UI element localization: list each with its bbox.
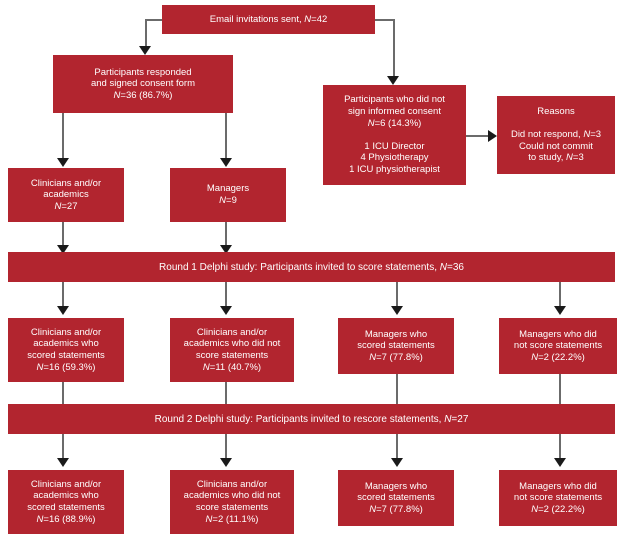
connector-round1-to-col2 [225, 282, 227, 311]
connector-round2-to-col4 [559, 434, 561, 463]
arrowhead-round1-to-col1 [57, 306, 69, 315]
arrowhead-managers-to-round1 [220, 245, 232, 254]
node-reasons: Reasons Did not respond, N=3 Could not c… [497, 96, 615, 174]
node-r2-clinicians-scored: Clinicians and/or academics who scored s… [8, 470, 124, 534]
node-r2-managers-scored-label: Managers who scored statements N=7 (77.8… [357, 480, 435, 515]
connector-round2-to-col3 [396, 434, 398, 463]
connector-managers-to-round1 [225, 222, 227, 252]
arrowhead-round2-to-col4 [554, 458, 566, 467]
node-r1-managers-not-scored: Managers who did not score statements N=… [499, 318, 617, 374]
arrowhead-round2-to-col3 [391, 458, 403, 467]
connector-responded-to-clinicians [62, 113, 64, 161]
connector-col1-to-round2 [62, 382, 64, 404]
connector-noconsent-to-reasons [466, 135, 490, 137]
node-r1-clinicians-not-scored-label: Clinicians and/or academics who did not … [183, 326, 281, 373]
node-no-consent-label: Participants who did not sign informed c… [344, 94, 445, 175]
node-no-consent: Participants who did not sign informed c… [323, 85, 466, 185]
node-r2-managers-not-scored: Managers who did not score statements N=… [499, 470, 617, 526]
node-r1-managers-scored-label: Managers who scored statements N=7 (77.8… [357, 328, 435, 363]
node-r2-managers-scored: Managers who scored statements N=7 (77.8… [338, 470, 454, 526]
arrowhead-round1-to-col4 [554, 306, 566, 315]
node-clinicians-academics-label: Clinicians and/or academics N=27 [30, 177, 102, 212]
connector-round2-to-col1 [62, 434, 64, 463]
node-r2-managers-not-scored-label: Managers who did not score statements N=… [513, 480, 603, 515]
node-clinicians-academics: Clinicians and/or academics N=27 [8, 168, 124, 222]
node-email-invitations-label: Email invitations sent, N=42 [209, 13, 328, 25]
connector-top-to-left-v [145, 19, 147, 49]
node-managers-label: Managers N=9 [206, 183, 250, 206]
node-responded-consent-label: Participants responded and signed consen… [90, 66, 196, 101]
connector-top-to-right-h [374, 19, 395, 21]
arrowhead-round2-to-col2 [220, 458, 232, 467]
node-managers: Managers N=9 [170, 168, 286, 222]
node-round2-bar: Round 2 Delphi study: Participants invit… [8, 404, 615, 434]
arrowhead-round2-to-col1 [57, 458, 69, 467]
arrowhead-top-to-left [139, 46, 151, 55]
node-r1-managers-scored: Managers who scored statements N=7 (77.8… [338, 318, 454, 374]
arrowhead-responded-to-managers [220, 158, 232, 167]
node-round1-bar-label: Round 1 Delphi study: Participants invit… [159, 261, 464, 273]
node-r1-clinicians-scored-label: Clinicians and/or academics who scored s… [27, 326, 105, 373]
connector-responded-to-managers [225, 113, 227, 161]
arrowhead-top-to-right [387, 76, 399, 85]
connector-round1-to-col3 [396, 282, 398, 311]
connector-clinicians-to-round1 [62, 222, 64, 252]
node-r2-clinicians-not-scored: Clinicians and/or academics who did not … [170, 470, 294, 534]
connector-col2-to-round2 [225, 382, 227, 404]
node-r2-clinicians-not-scored-label: Clinicians and/or academics who did not … [183, 478, 281, 525]
node-r1-clinicians-not-scored: Clinicians and/or academics who did not … [170, 318, 294, 382]
connector-round1-to-col1 [62, 282, 64, 311]
connector-round2-to-col2 [225, 434, 227, 463]
node-responded-consent: Participants responded and signed consen… [53, 55, 233, 113]
node-round1-bar: Round 1 Delphi study: Participants invit… [8, 252, 615, 282]
node-reasons-label: Reasons Did not respond, N=3 Could not c… [510, 106, 602, 164]
node-round2-bar-label: Round 2 Delphi study: Participants invit… [154, 413, 469, 425]
connector-col3-to-round2 [396, 374, 398, 404]
arrowhead-noconsent-to-reasons [488, 130, 497, 142]
connector-round1-to-col4 [559, 282, 561, 311]
connector-top-to-right-v [393, 19, 395, 79]
connector-top-to-left-h [145, 19, 164, 21]
arrowhead-clinicians-to-round1 [57, 245, 69, 254]
arrowhead-round1-to-col2 [220, 306, 232, 315]
arrowhead-responded-to-clinicians [57, 158, 69, 167]
node-r1-clinicians-scored: Clinicians and/or academics who scored s… [8, 318, 124, 382]
node-email-invitations: Email invitations sent, N=42 [162, 5, 375, 34]
node-r2-clinicians-scored-label: Clinicians and/or academics who scored s… [27, 478, 105, 525]
node-r1-managers-not-scored-label: Managers who did not score statements N=… [513, 328, 603, 363]
arrowhead-round1-to-col3 [391, 306, 403, 315]
connector-col4-to-round2 [559, 374, 561, 404]
